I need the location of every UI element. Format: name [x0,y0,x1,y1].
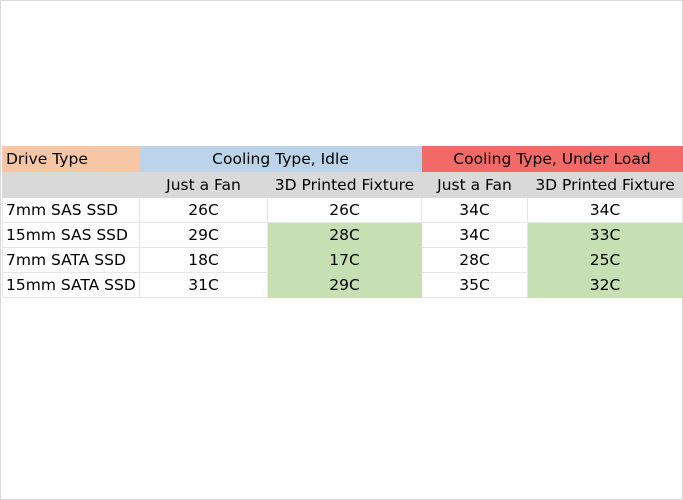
drive-name-cell: 15mm SATA SSD [2,272,140,298]
load-group-header: Cooling Type, Under Load [421,146,683,172]
idle-fixture-cell: 26C [266,197,423,223]
load-fixture-cell: 32C [527,272,683,298]
drive-type-header: Drive Type [2,146,140,172]
idle-group-header: Cooling Type, Idle [138,146,423,172]
table-row: 7mm SATA SSD 18C 17C 28C 25C [2,247,683,273]
table-row: 7mm SAS SSD 26C 26C 34C 34C [2,197,683,223]
cooling-comparison-table: Drive Type Cooling Type, Idle Cooling Ty… [2,146,683,298]
load-fixture-cell: 25C [527,247,683,273]
subheader-load-fan: Just a Fan [421,171,529,198]
load-fixture-cell: 33C [527,222,683,248]
subheader-blank [2,171,140,198]
drive-name-cell: 7mm SATA SSD [2,247,140,273]
idle-fan-cell: 26C [139,197,268,223]
drive-name-cell: 7mm SAS SSD [2,197,140,223]
load-fixture-cell: 34C [527,197,683,223]
subheader-load-fixture: 3D Printed Fixture [527,171,683,198]
idle-fixture-cell: 29C [266,272,423,298]
load-fan-cell: 35C [421,272,529,298]
load-fan-cell: 28C [421,247,529,273]
sub-header-row: Just a Fan 3D Printed Fixture Just a Fan… [2,171,683,198]
idle-fan-cell: 18C [139,247,268,273]
table-row: 15mm SATA SSD 31C 29C 35C 32C [2,272,683,298]
idle-fixture-cell: 28C [266,222,423,248]
load-fan-cell: 34C [421,197,529,223]
idle-fixture-cell: 17C [266,247,423,273]
load-fan-cell: 34C [421,222,529,248]
subheader-idle-fixture: 3D Printed Fixture [266,171,423,198]
idle-fan-cell: 31C [139,272,268,298]
table-row: 15mm SAS SSD 29C 28C 34C 33C [2,222,683,248]
group-header-row: Drive Type Cooling Type, Idle Cooling Ty… [2,146,683,172]
subheader-idle-fan: Just a Fan [139,171,268,198]
drive-name-cell: 15mm SAS SSD [2,222,140,248]
idle-fan-cell: 29C [139,222,268,248]
